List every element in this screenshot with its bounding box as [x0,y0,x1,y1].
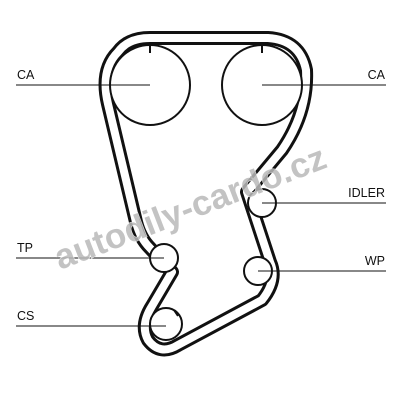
label-crankshaft: CS [17,309,34,323]
label-idler: IDLER [348,186,385,200]
label-cam-right: CA [368,68,386,82]
crankshaft-timing-mark [173,309,179,317]
label-water-pump: WP [365,254,385,268]
callout-labels: CA CA IDLER TP WP CS [17,68,386,323]
watermark: autodily-cardo.cz [49,138,332,278]
label-cam-left: CA [17,68,35,82]
crankshaft-pulley [149,307,183,341]
timing-belt [98,31,314,357]
callout-lines [16,84,386,327]
label-tensioner: TP [17,241,33,255]
timing-belt-inner [101,34,311,354]
